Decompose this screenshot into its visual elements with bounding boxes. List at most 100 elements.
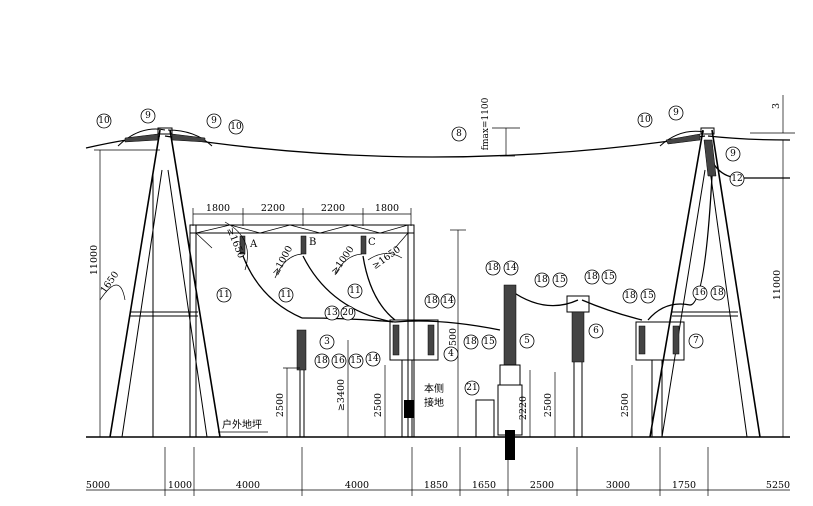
local-ground-line1: 本侧 [424, 382, 444, 395]
gantry-height-dim: 7500 [448, 229, 466, 437]
svg-text:14: 14 [505, 263, 517, 273]
busbar-drops [242, 175, 713, 331]
svg-text:18: 18 [536, 275, 548, 285]
tag-21: 14 [365, 351, 381, 367]
svg-text:15: 15 [350, 356, 362, 366]
tall-insulator: 2220 [475, 284, 531, 460]
pi1-height-label: 2500 [275, 393, 286, 417]
svg-text:14: 14 [367, 354, 379, 364]
svg-text:9: 9 [673, 108, 679, 118]
svg-text:18: 18 [586, 272, 598, 282]
svg-text:9: 9 [730, 149, 736, 159]
svg-text:12: 12 [731, 174, 742, 184]
tag-12: 11 [347, 283, 363, 299]
gantry-height-label: 7500 [448, 328, 459, 352]
clearance-1000-a: ≥1000 [270, 244, 295, 278]
pi2-height-label: 2500 [373, 393, 384, 417]
tag-32: 15 [601, 269, 617, 285]
svg-text:9: 9 [145, 111, 151, 121]
equipment-2: 2500 [620, 321, 685, 437]
right-tower [649, 127, 761, 438]
svg-text:10: 10 [230, 122, 242, 132]
tag-27: 5 [519, 333, 535, 349]
angle-1650-label: 1650 [99, 270, 122, 296]
bottom-dim-7: 2500 [530, 480, 554, 491]
svg-text:10: 10 [639, 115, 651, 125]
sag-indicator: fmax=1100 [481, 97, 520, 157]
left-height-label: 11000 [89, 245, 100, 275]
tower-insulator-strings [124, 133, 717, 177]
phase-c-label: C [368, 237, 376, 248]
svg-text:15: 15 [642, 291, 654, 301]
svg-text:13: 13 [326, 308, 338, 318]
tag-13: 13 [324, 305, 340, 321]
bottom-dim-3: 4000 [236, 480, 260, 491]
tag-31: 18 [584, 269, 600, 285]
top-dim-2: 2200 [261, 203, 285, 214]
top-right-dim-label: 3 [771, 103, 782, 109]
svg-text:15: 15 [603, 272, 615, 282]
bottom-dim-4: 4000 [345, 480, 369, 491]
tag-36: 16 [692, 285, 708, 301]
tag-23: 18 [463, 334, 479, 350]
phase-a-label: A [249, 239, 258, 250]
bottom-dim-8: 3000 [606, 480, 630, 491]
svg-text:5: 5 [524, 336, 530, 346]
local-ground-line2: 接地 [424, 396, 444, 409]
clearance-1650-b: ≥1650 [370, 244, 402, 272]
bottom-dim-10: 5250 [766, 480, 790, 491]
tag-16: 18 [314, 353, 330, 369]
svg-text:18: 18 [426, 296, 438, 306]
tag-29: 18 [534, 272, 550, 288]
tag-26: 14 [503, 260, 519, 276]
clearance-3400: ≥3400 [336, 340, 349, 437]
tag-8: 9 [725, 146, 741, 162]
left-tower [109, 127, 221, 438]
svg-text:8: 8 [456, 129, 462, 139]
post-insulator-1: 2500 [275, 329, 307, 437]
clearance-1000-b: ≥1000 [329, 244, 356, 277]
tag-25: 18 [485, 260, 501, 276]
tag-11: 11 [278, 287, 294, 303]
svg-text:16: 16 [333, 356, 345, 366]
svg-text:20: 20 [342, 308, 354, 318]
tag-10: 11 [216, 287, 232, 303]
svg-text:18: 18 [624, 291, 636, 301]
top-dim-4: 1800 [375, 203, 399, 214]
tag-24: 15 [481, 334, 497, 350]
tag-1: 10 [96, 113, 112, 129]
ground-label: 户外地坪 [222, 418, 262, 431]
svg-text:10: 10 [98, 116, 110, 126]
tag-37: 18 [710, 285, 726, 301]
tag-14: 20 [340, 305, 356, 321]
pi4-height-label: 2500 [543, 393, 554, 417]
svg-text:18: 18 [316, 356, 328, 366]
tag-28: 21 [464, 380, 480, 396]
svg-text:11: 11 [280, 290, 291, 300]
circuit-breaker: 2500 [543, 295, 590, 437]
svg-text:21: 21 [466, 383, 477, 393]
bottom-dim-5: 1850 [424, 480, 448, 491]
tag-38: 7 [688, 333, 704, 349]
sag-label: fmax=1100 [481, 97, 491, 150]
tag-18: 15 [348, 353, 364, 369]
svg-text:18: 18 [712, 288, 724, 298]
ground-label-group: 户外地坪 [218, 418, 268, 433]
right-height-label: 11000 [772, 270, 783, 300]
tag-15: 3 [319, 334, 335, 350]
tag-17: 16 [331, 353, 347, 369]
svg-text:9: 9 [211, 116, 217, 126]
top-right-dim: 3 [750, 95, 795, 134]
tag-20: 14 [440, 293, 456, 309]
svg-text:14: 14 [442, 296, 454, 306]
svg-text:3: 3 [324, 337, 330, 347]
tag-2: 9 [140, 108, 156, 124]
gantry-top-dims: 1800 2200 2200 1800 [192, 203, 412, 226]
equipment-1: 2500 本侧 接地 [373, 319, 444, 437]
svg-text:11: 11 [218, 290, 229, 300]
tag-33: 6 [588, 323, 604, 339]
top-dim-3: 2200 [321, 203, 345, 214]
tag-3: 9 [206, 113, 222, 129]
tag-circles: 10 9 9 10 8 10 9 9 12 11 11 11 13 20 3 1… [96, 105, 745, 396]
